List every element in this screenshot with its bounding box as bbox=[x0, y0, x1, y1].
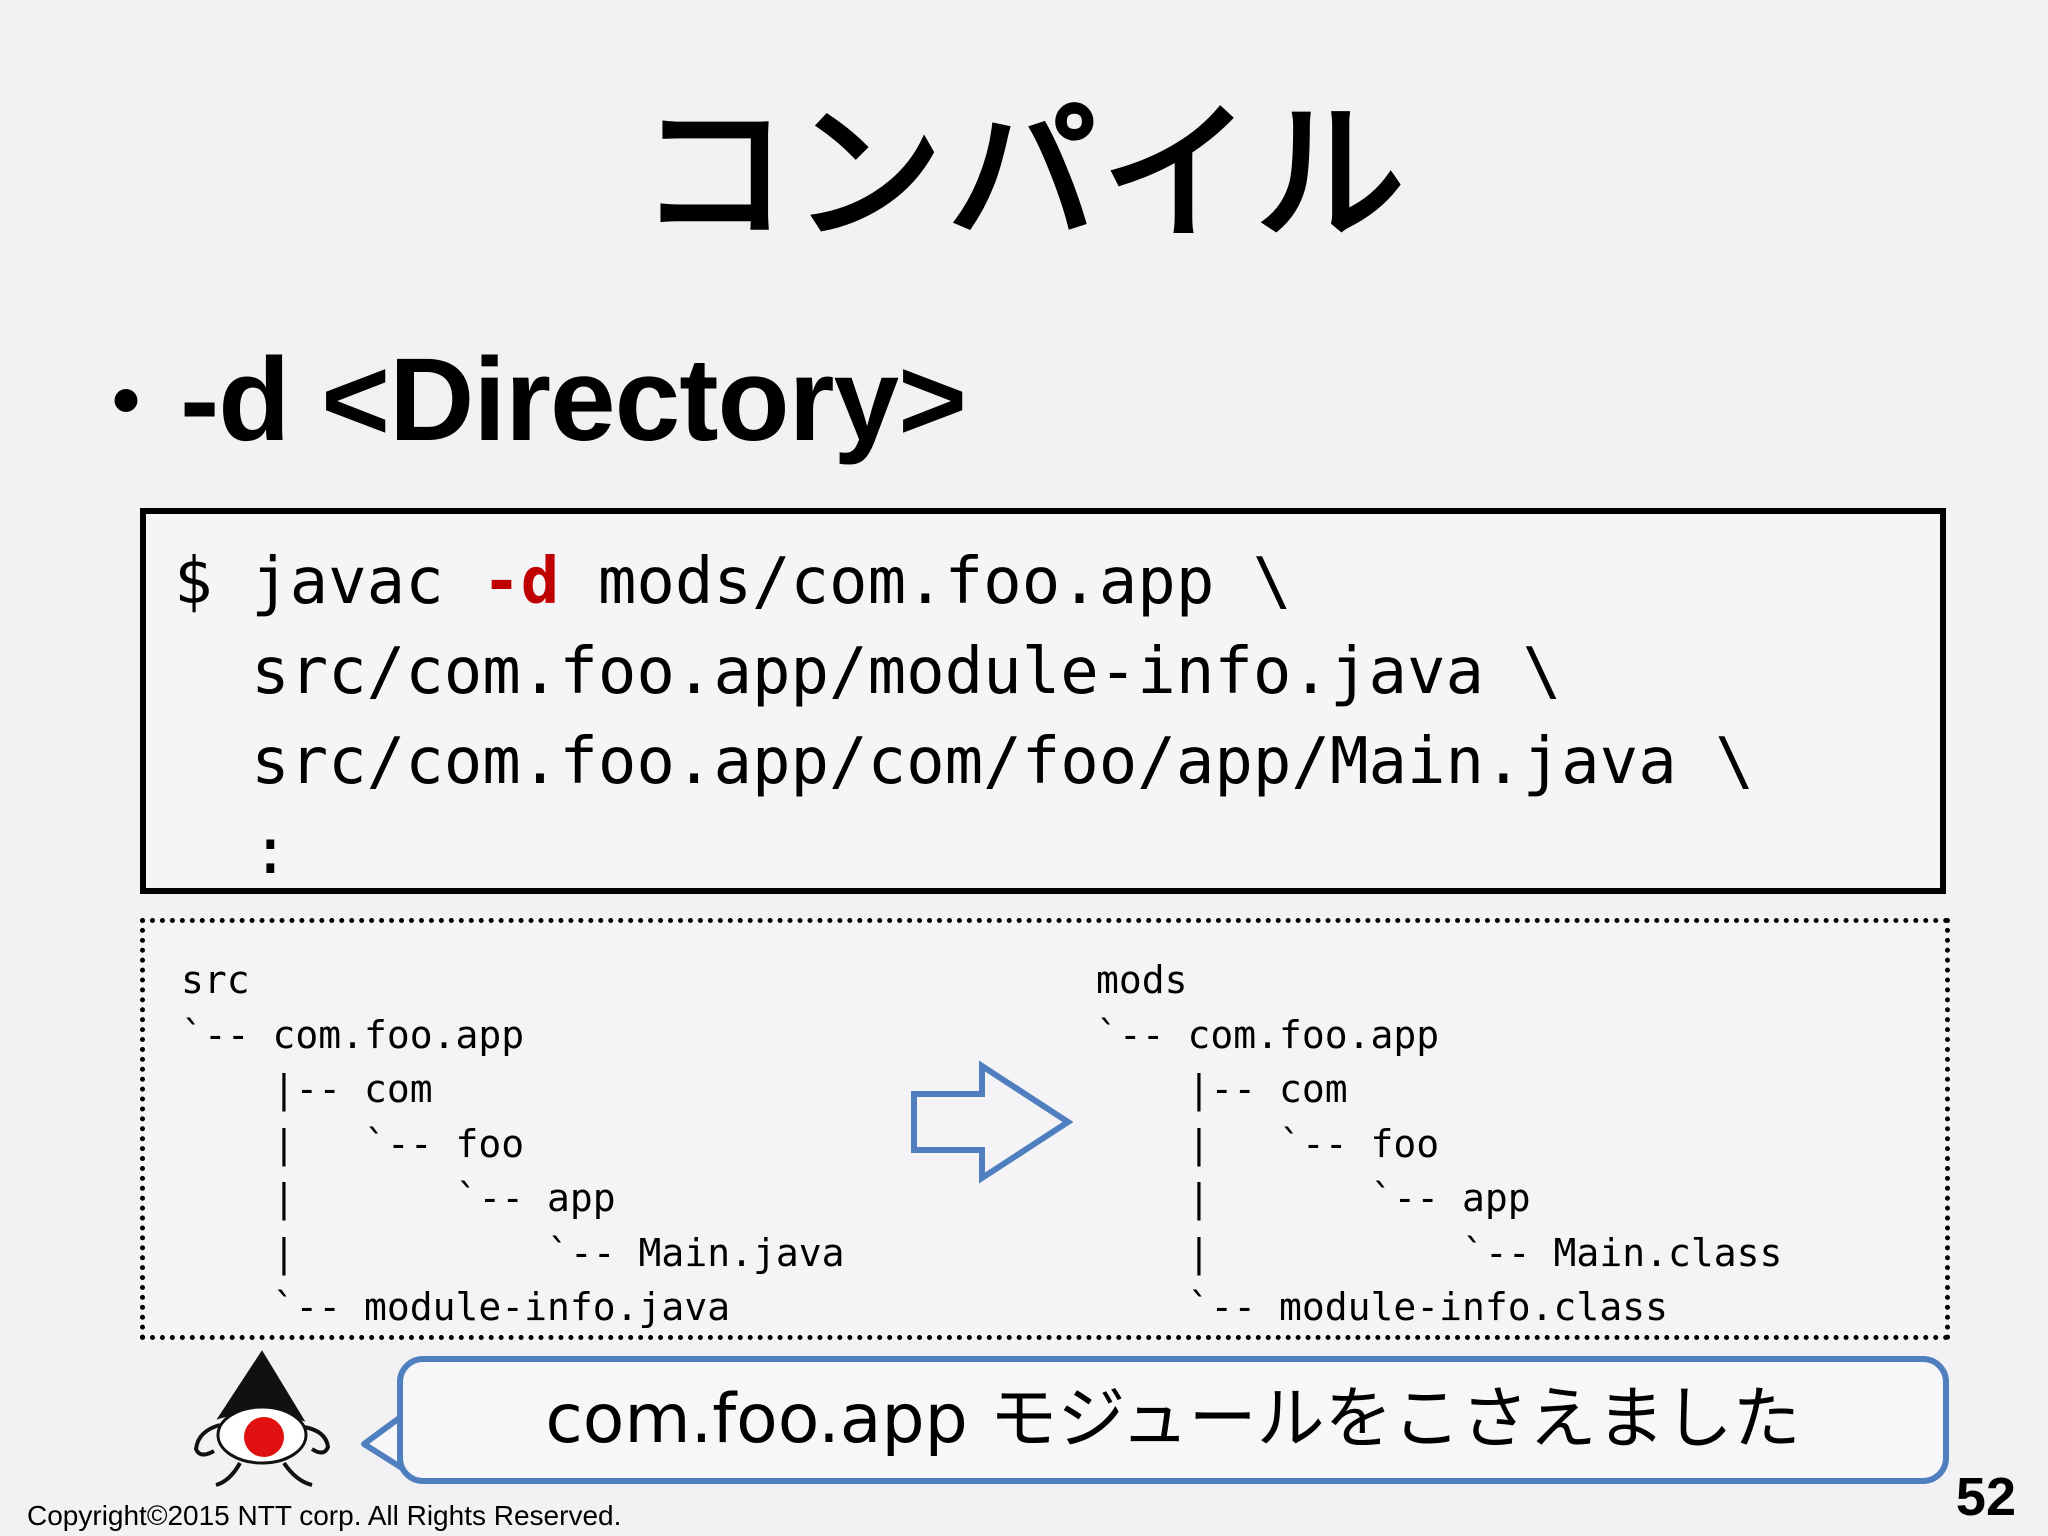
command-line-1-rest: mods/com.foo.app \ bbox=[559, 545, 1292, 619]
copyright-footer: Copyright©2015 NTT corp. All Rights Rese… bbox=[27, 1500, 622, 1531]
command-flag: -d bbox=[482, 545, 560, 619]
bullet-item: • -d <Directory> bbox=[112, 334, 967, 466]
tree-line: | `-- foo bbox=[1096, 1121, 1440, 1166]
page-number: 52 bbox=[1955, 1467, 2016, 1527]
right-arrow-icon bbox=[911, 1060, 1074, 1184]
tree-line: | `-- foo bbox=[181, 1121, 525, 1166]
tree-line: `-- module-info.class bbox=[1096, 1285, 1668, 1329]
tree-line: src bbox=[181, 958, 250, 1002]
tree-line: mods bbox=[1096, 958, 1188, 1002]
command-prompt: $ javac bbox=[174, 545, 483, 619]
command-line-1: $ javac -d mods/com.foo.app \ bbox=[174, 550, 1291, 614]
tree-line: |-- com bbox=[1096, 1067, 1348, 1111]
mods-tree: mods `-- com.foo.app |-- com | `-- foo |… bbox=[1096, 953, 1782, 1335]
bullet-dot: • bbox=[112, 355, 141, 444]
slide-title: コンパイル bbox=[638, 88, 1409, 262]
tree-line: | `-- app bbox=[1096, 1176, 1531, 1220]
command-box: $ javac -d mods/com.foo.app \ src/com.fo… bbox=[140, 508, 1946, 894]
speech-bubble: com.foo.app モジュールをこさえました bbox=[397, 1356, 1949, 1484]
tree-line: | `-- Main.class bbox=[1096, 1230, 1783, 1275]
speech-bubble-text: com.foo.app モジュールをこさえました bbox=[545, 1380, 1801, 1459]
tree-line: | `-- Main.java bbox=[181, 1230, 845, 1275]
command-line-2: src/com.foo.app/module-info.java \ bbox=[174, 635, 1562, 709]
command-line-4: : bbox=[174, 815, 290, 889]
tree-line: `-- module-info.java bbox=[181, 1285, 731, 1329]
tree-line: `-- com.foo.app bbox=[181, 1012, 525, 1057]
bullet-text: -d <Directory> bbox=[180, 334, 967, 466]
tree-line: `-- com.foo.app bbox=[1096, 1012, 1440, 1057]
directory-tree-box: src `-- com.foo.app |-- com | `-- foo | … bbox=[140, 918, 1950, 1340]
src-tree: src `-- com.foo.app |-- com | `-- foo | … bbox=[181, 953, 844, 1335]
command-line-3: src/com.foo.app/com/foo/app/Main.java \ bbox=[174, 725, 1754, 799]
speech-bubble-tail bbox=[361, 1413, 404, 1471]
tree-line: |-- com bbox=[181, 1067, 433, 1111]
tree-line: | `-- app bbox=[181, 1176, 616, 1220]
duke-mascot-icon bbox=[193, 1350, 331, 1487]
